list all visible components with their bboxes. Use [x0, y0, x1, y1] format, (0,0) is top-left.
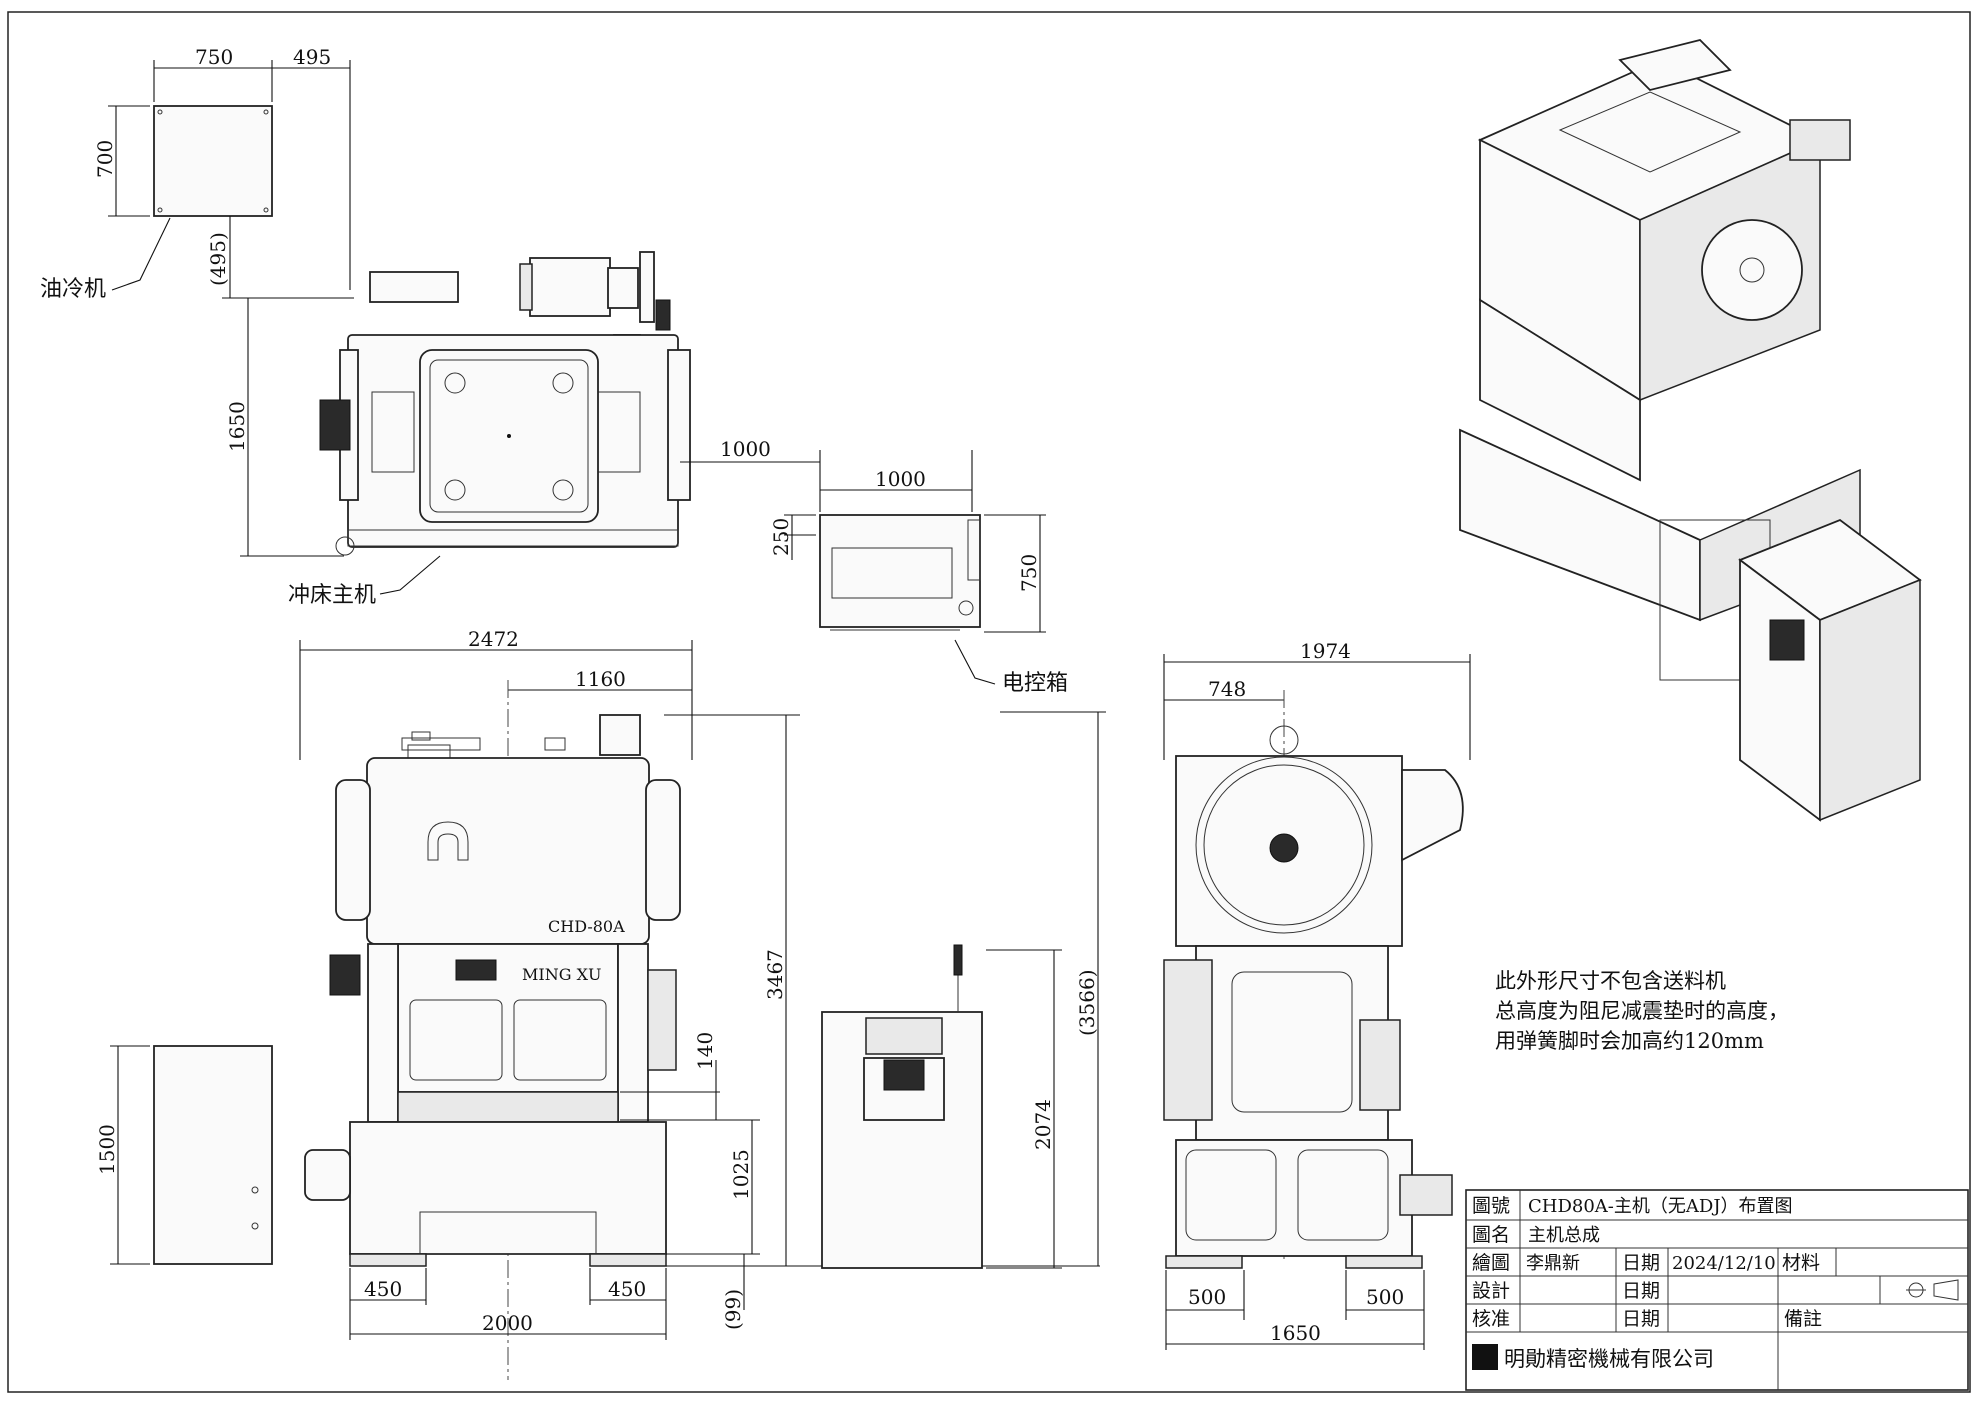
control-box-plan-view: 1000 250 750 电控箱 — [769, 450, 1068, 696]
dim-1025: 1025 — [729, 1149, 753, 1200]
note-line-2: 总高度为阻尼减震垫时的高度， — [1495, 999, 1789, 1023]
press-side-view: 1974 748 500 500 1650 — [1163, 639, 1471, 1350]
dim-3566: (3566) — [1075, 969, 1099, 1036]
dim-2074: 2074 — [1031, 1099, 1055, 1150]
press-plan-view: 冲床主机 1650 1000 — [225, 251, 820, 608]
dim-1650-side: 1650 — [1270, 1321, 1321, 1345]
oil-cooler-label: 油冷机 — [40, 277, 106, 302]
tb-drawn-label: 繪圖 — [1472, 1252, 1510, 1274]
dim-3467: 3467 — [763, 949, 787, 1000]
sheet-border — [7, 11, 1971, 1393]
dim-500-left: 500 — [1188, 1285, 1226, 1309]
tb-design-date-label: 日期 — [1622, 1280, 1660, 1302]
dim-748: 748 — [1208, 677, 1246, 701]
dim-2000: 2000 — [482, 1311, 533, 1335]
press-isometric-view — [1459, 39, 1922, 822]
dim-140: 140 — [693, 1032, 717, 1070]
control-box-front-view: 2074 — [821, 944, 1062, 1269]
dim-450-right: 450 — [608, 1277, 646, 1301]
tb-drawing-no-label: 圖號 — [1472, 1195, 1510, 1217]
tb-name: 主机总成 — [1528, 1225, 1600, 1246]
oil-cooler-front-view: 1500 — [95, 1045, 273, 1265]
tb-material-label: 材料 — [1782, 1252, 1820, 1274]
note-block: 此外形尺寸不包含送料机 总高度为阻尼减震垫时的高度， 用弹簧脚时会加高约120m… — [1495, 969, 1789, 1053]
tb-date-label: 日期 — [1622, 1252, 1660, 1274]
dim-1650-vertical: 1650 — [225, 401, 249, 452]
dim-500-right: 500 — [1366, 1285, 1404, 1309]
tb-check-date-label: 日期 — [1622, 1308, 1660, 1330]
dim-99: (99) — [721, 1289, 745, 1330]
dim-2472: 2472 — [468, 627, 519, 651]
model-mark-front: CHD-80A — [548, 917, 625, 936]
tb-name-label: 圖名 — [1472, 1224, 1510, 1246]
tb-drawn-by: 李鼎新 — [1526, 1253, 1580, 1274]
dim-495-top: 495 — [293, 45, 331, 69]
tb-remark-label: 備註 — [1784, 1308, 1822, 1330]
title-block: 圖號 CHD80A-主机（无ADJ）布置图 圖名 主机总成 繪圖 李鼎新 日期 … — [1465, 1189, 1969, 1391]
dim-1000-box: 1000 — [875, 467, 926, 491]
dim-250: 250 — [769, 518, 793, 556]
dim-750-top: 750 — [195, 45, 233, 69]
projection-symbol-icon — [1906, 1279, 1959, 1301]
tb-design-label: 設計 — [1472, 1280, 1510, 1302]
oil-cooler-plan-view: 750 495 700 (495) 油冷机 — [40, 45, 354, 302]
brand-mark-front: MING XU — [522, 965, 601, 984]
company-logo-icon — [1472, 1344, 1498, 1370]
tb-company: 明勛精密機械有限公司 — [1504, 1347, 1714, 1371]
control-box-label: 电控箱 — [1002, 671, 1068, 696]
dim-1000-gap: 1000 — [720, 437, 771, 461]
dim-1160: 1160 — [575, 667, 626, 691]
note-line-1: 此外形尺寸不包含送料机 — [1495, 969, 1726, 993]
dim-450-left: 450 — [364, 1277, 402, 1301]
press-main-label: 冲床主机 — [288, 583, 376, 608]
dim-495-paren: (495) — [206, 232, 230, 286]
note-line-3: 用弹簧脚时会加高约120mm — [1495, 1029, 1764, 1053]
tb-drawing-no: CHD80A-主机（无ADJ）布置图 — [1528, 1196, 1793, 1217]
dim-750-box: 750 — [1017, 554, 1041, 592]
press-front-view: 2472 1160 CHD-80A MING XU — [299, 627, 1106, 1380]
dim-1974: 1974 — [1300, 639, 1351, 663]
tb-drawn-date: 2024/12/10 — [1672, 1253, 1776, 1274]
tb-check-label: 核准 — [1472, 1308, 1510, 1330]
dim-1500: 1500 — [95, 1124, 119, 1175]
dim-700: 700 — [93, 140, 117, 178]
